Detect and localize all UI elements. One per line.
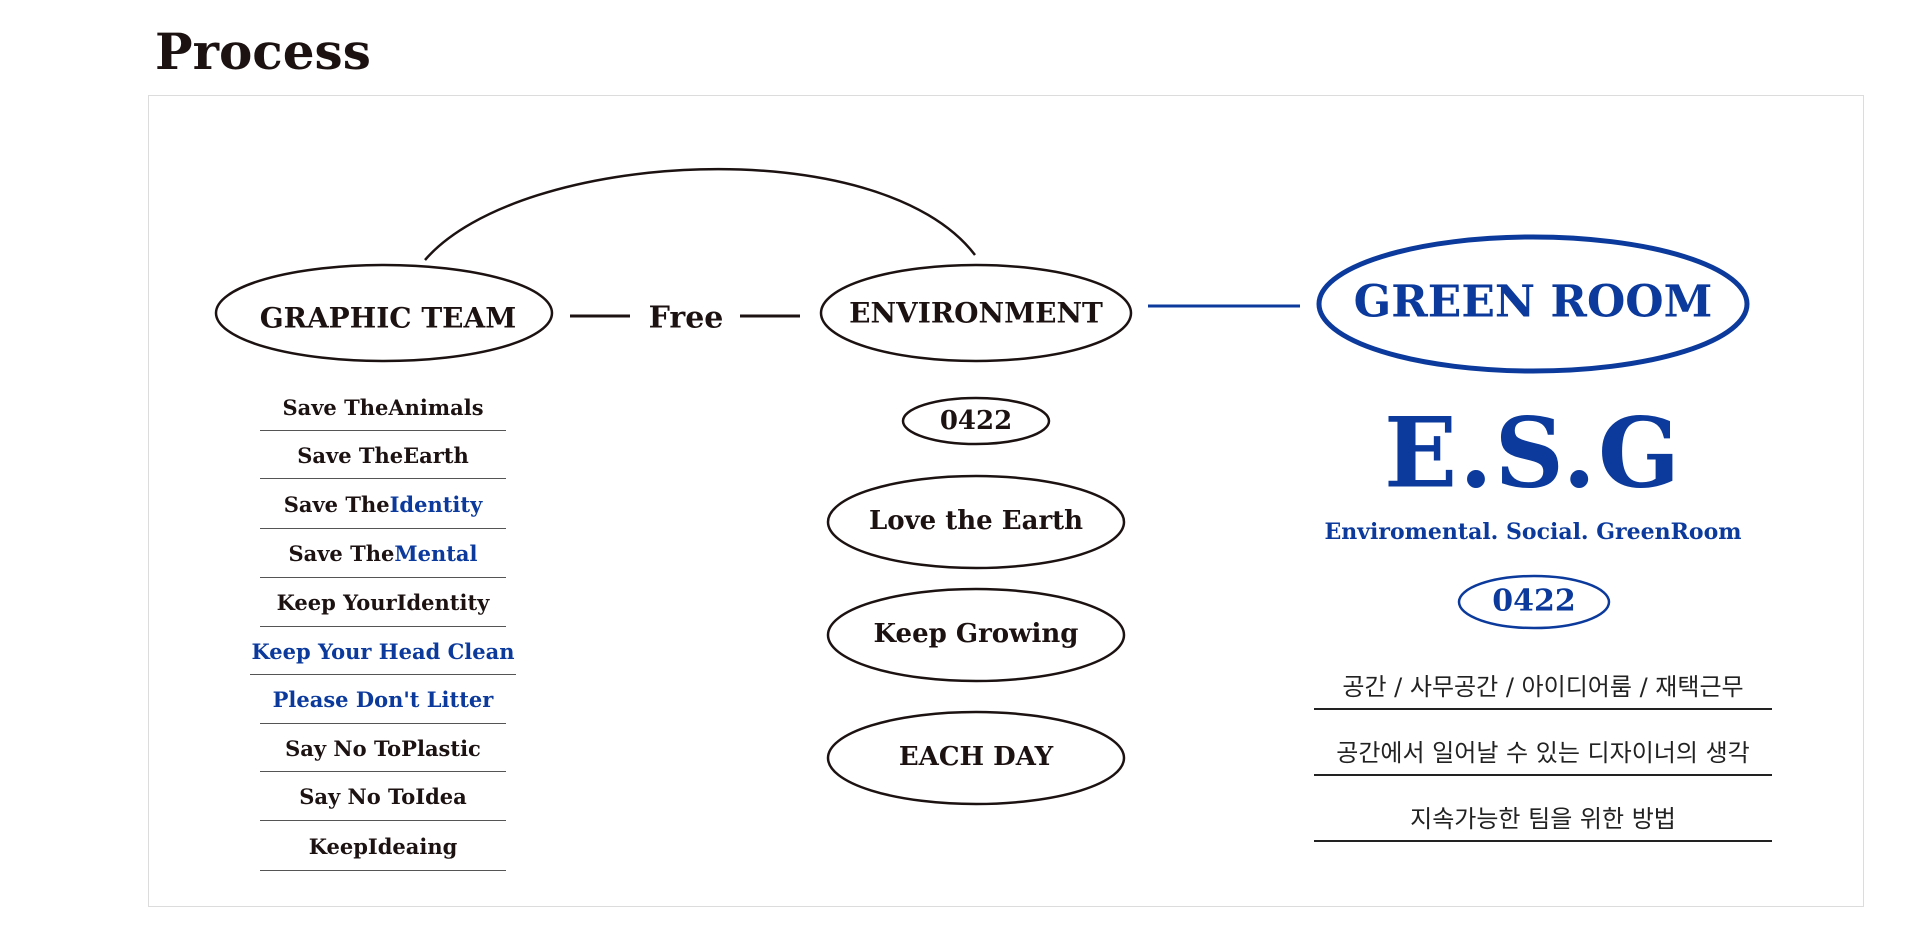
list-item-highlight: Identity: [389, 491, 483, 517]
connector-arc: [424, 167, 976, 261]
list-item-pre: Save The: [288, 541, 395, 566]
korean-line: 공간에서 일어날 수 있는 디자이너의 생각: [1314, 726, 1772, 776]
environment-ellipse: [819, 263, 1133, 363]
green-code-label: 0422: [1492, 583, 1576, 619]
env-item3-label: EACH DAY: [898, 742, 1054, 772]
list-item: Keep Ideaing: [260, 822, 506, 871]
list-item-highlight: Plastic: [401, 735, 481, 761]
list-item: Save The Mental: [260, 530, 506, 578]
list-item-highlight: Please Don't Litter: [272, 687, 494, 712]
list-item: Keep Your Identity: [260, 579, 506, 627]
list-item-pre: Say No To: [299, 784, 416, 809]
env-item1-label: Love the Earth: [868, 506, 1084, 536]
list-item: Please Don't Litter: [260, 676, 506, 724]
esg-heading: E.S.G: [1384, 396, 1682, 510]
env-code-label: 0422: [939, 406, 1013, 436]
list-item: Keep Your Head Clean: [250, 628, 516, 675]
env-item2-label: Keep Growing: [873, 619, 1079, 649]
list-item-pre: Save The: [283, 491, 390, 517]
list-item: Say No To Plastic: [260, 725, 506, 772]
green-code-ellipse: [1457, 574, 1611, 630]
esg-subtitle: Enviromental. Social. GreenRoom: [1324, 519, 1742, 545]
list-item-highlight: Identity: [396, 590, 490, 615]
list-item-pre: Save The: [282, 394, 389, 420]
list-item: Save The Identity: [260, 480, 506, 529]
env-code-ellipse: [901, 396, 1051, 446]
graphic-team-ellipse: [214, 263, 554, 363]
list-item-pre: Say No To: [285, 735, 402, 761]
list-item: Save The Earth: [260, 432, 506, 479]
list-item-pre: Save The: [297, 442, 404, 468]
free-label: Free: [648, 300, 724, 336]
list-item: Say No To Idea: [260, 773, 506, 821]
env-item2-ellipse: [826, 587, 1126, 683]
list-item-highlight: Mental: [394, 541, 478, 566]
env-item1-ellipse: [826, 474, 1126, 570]
env-item3-ellipse: [826, 710, 1126, 806]
list-item-highlight: Earth: [403, 442, 469, 468]
korean-line: 지속가능한 팀을 위한 방법: [1314, 792, 1772, 842]
graphic-team-label: GRAPHIC TEAM: [259, 301, 517, 335]
list-item-highlight: Animals: [388, 394, 484, 420]
diagram-frame: [148, 95, 1864, 907]
green-room-ellipse: [1316, 234, 1750, 374]
list-item-highlight: Keep Your Head Clean: [251, 638, 515, 664]
page-title: Process: [155, 22, 371, 81]
list-item-highlight: Ideaing: [367, 833, 458, 859]
list-item-pre: Keep: [308, 833, 368, 859]
list-item-pre: Keep Your: [276, 590, 397, 615]
green-room-label: GREEN ROOM: [1353, 276, 1713, 328]
list-item-highlight: Idea: [415, 784, 467, 809]
korean-line: 공간 / 사무공간 / 아이디어룸 / 재택근무: [1314, 660, 1772, 710]
list-item: Save The Animals: [260, 384, 506, 431]
environment-label: ENVIRONMENT: [849, 296, 1103, 330]
